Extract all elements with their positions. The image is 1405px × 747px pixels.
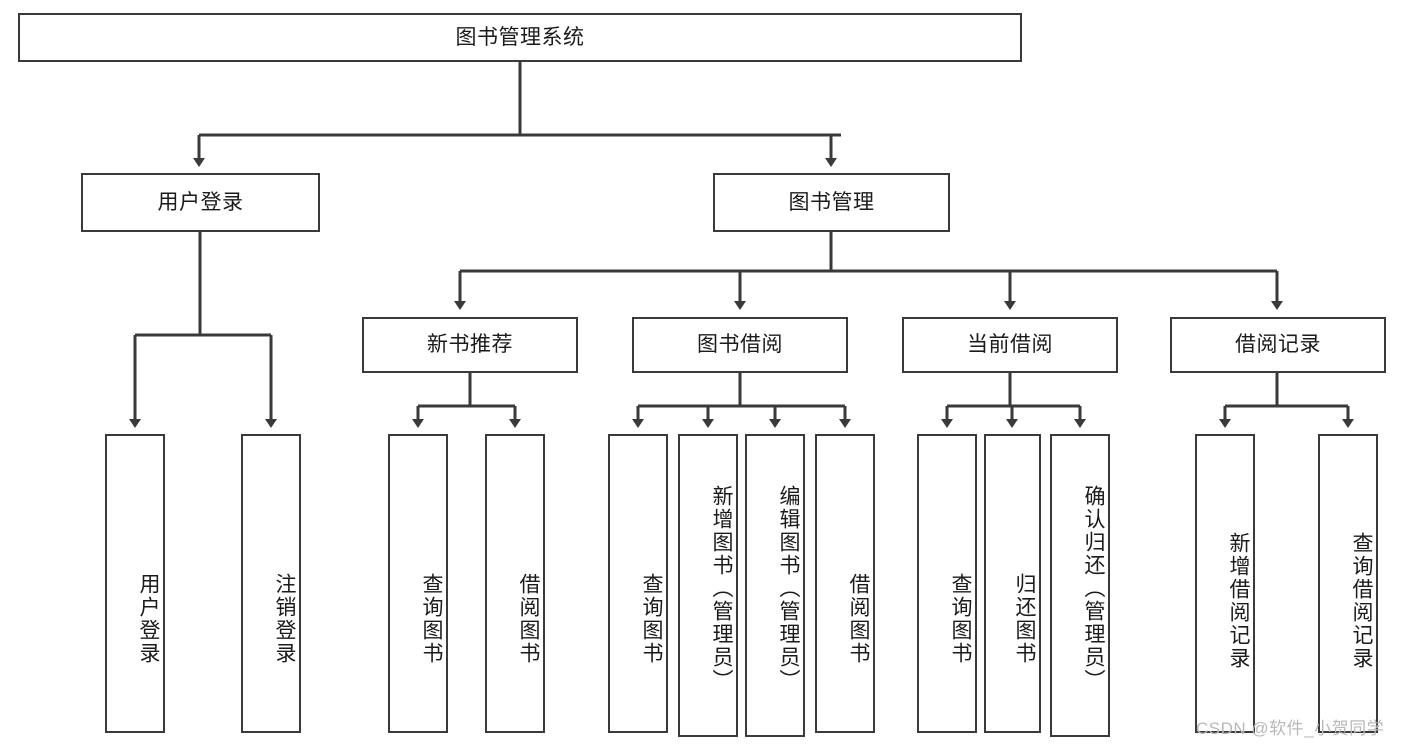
node-leaf-user-login-label: 用户登录 [137, 572, 160, 665]
node-book-borrow-label: 图书借阅 [697, 333, 783, 357]
node-leaf-add-record-label: 新增借阅记录 [1227, 532, 1250, 670]
node-leaf-query-book-3-label: 查询图书 [949, 572, 972, 665]
node-leaf-query-book-2-label: 查询图书 [640, 572, 663, 665]
node-user-login[interactable]: 用户登录 [81, 173, 320, 232]
node-book-manage[interactable]: 图书管理 [713, 173, 950, 232]
node-leaf-query-record-label: 查询借阅记录 [1350, 532, 1373, 670]
node-new-book-rec[interactable]: 新书推荐 [362, 317, 578, 373]
node-leaf-return-book-label: 归还图书 [1013, 572, 1036, 665]
node-current-borrow[interactable]: 当前借阅 [902, 317, 1118, 373]
node-leaf-add-record[interactable]: 新增借阅记录 [1195, 434, 1255, 733]
csdn-watermark: CSDN @软件_小贺同学 [1196, 719, 1385, 738]
node-leaf-query-book-1[interactable]: 查询图书 [388, 434, 448, 733]
node-leaf-edit-book-label: 编辑图书（管理员） [777, 485, 800, 692]
node-leaf-query-book-3[interactable]: 查询图书 [917, 434, 977, 733]
node-current-borrow-label: 当前借阅 [967, 333, 1053, 357]
node-leaf-query-record[interactable]: 查询借阅记录 [1318, 434, 1378, 733]
node-leaf-borrow-book-1[interactable]: 借阅图书 [485, 434, 545, 733]
node-leaf-confirm-return-label: 确认归还（管理员） [1082, 485, 1105, 692]
node-new-book-rec-label: 新书推荐 [427, 333, 513, 357]
node-leaf-borrow-book-1-label: 借阅图书 [517, 572, 540, 665]
node-leaf-add-book[interactable]: 新增图书（管理员） [678, 434, 738, 737]
node-leaf-query-book-2[interactable]: 查询图书 [608, 434, 668, 733]
node-leaf-logout[interactable]: 注销登录 [241, 434, 301, 733]
node-root-label: 图书管理系统 [455, 25, 585, 49]
node-book-borrow[interactable]: 图书借阅 [632, 317, 848, 373]
node-leaf-logout-label: 注销登录 [273, 572, 296, 665]
node-leaf-user-login[interactable]: 用户登录 [105, 434, 165, 733]
node-leaf-borrow-book-2-label: 借阅图书 [847, 572, 870, 665]
node-borrow-record[interactable]: 借阅记录 [1170, 317, 1386, 373]
node-book-manage-label: 图书管理 [788, 190, 875, 214]
node-leaf-edit-book[interactable]: 编辑图书（管理员） [745, 434, 805, 737]
node-leaf-query-book-1-label: 查询图书 [420, 572, 443, 665]
node-borrow-record-label: 借阅记录 [1235, 333, 1321, 357]
node-leaf-borrow-book-2[interactable]: 借阅图书 [815, 434, 875, 733]
node-leaf-confirm-return[interactable]: 确认归还（管理员） [1050, 434, 1110, 737]
node-root[interactable]: 图书管理系统 [18, 13, 1022, 62]
node-leaf-return-book[interactable]: 归还图书 [984, 434, 1041, 733]
node-leaf-add-book-label: 新增图书（管理员） [710, 485, 733, 692]
node-user-login-label: 用户登录 [157, 190, 244, 214]
